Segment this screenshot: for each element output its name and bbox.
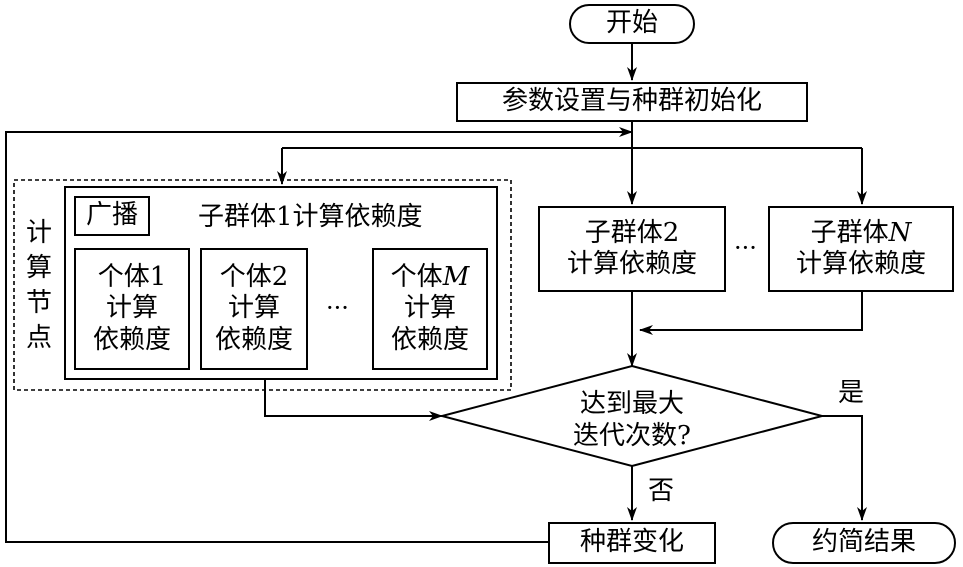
- broadcast-label: 广播: [85, 200, 138, 231]
- subgroup-n-box: 子群体N 计算依赖度: [768, 206, 954, 292]
- compute-node-label: 计 算 节 点: [24, 216, 54, 356]
- decision-label: 达到最大 迭代次数?: [532, 388, 732, 452]
- compute-node-char: 节: [25, 288, 52, 318]
- subgroup-n-line1: 子群体N: [796, 218, 926, 249]
- start-terminal: 开始: [569, 4, 695, 44]
- individual-2-line3: 依赖度: [214, 324, 293, 355]
- individual-m-box: 个体M 计算 依赖度: [372, 248, 488, 370]
- individual-m-var: M: [442, 262, 470, 293]
- decision-line1: 达到最大: [579, 389, 684, 419]
- individuals-ellipsis: ···: [326, 294, 349, 322]
- subgroup-n-var: N: [888, 217, 912, 248]
- individual-1-line2: 计算: [105, 293, 158, 324]
- result-label: 约简结果: [811, 527, 916, 558]
- compute-node-char: 算: [25, 253, 52, 283]
- decision-line2: 迭代次数?: [573, 421, 691, 451]
- individual-1-line1: 个体1: [97, 262, 167, 293]
- init-process-box: 参数设置与种群初始化: [456, 82, 808, 122]
- individual-1-box: 个体1 计算 依赖度: [74, 248, 190, 370]
- no-label: 否: [648, 476, 675, 506]
- subgroup-2-line2: 计算依赖度: [566, 249, 697, 279]
- subgroup-n-prefix: 子群体: [810, 217, 889, 248]
- population-change-box: 种群变化: [548, 522, 716, 564]
- subgroup-1-title: 子群体1计算依赖度: [198, 202, 423, 232]
- yes-label: 是: [838, 378, 865, 408]
- individual-m-line2: 计算: [403, 293, 456, 324]
- broadcast-box: 广播: [74, 196, 150, 236]
- individual-m-line1: 个体M: [391, 262, 470, 293]
- subgroup-n-line2: 计算依赖度: [795, 249, 926, 279]
- subgroup-2-box: 子群体2 计算依赖度: [538, 206, 726, 292]
- individual-2-box: 个体2 计算 依赖度: [200, 248, 308, 370]
- individual-1-line3: 依赖度: [92, 324, 171, 355]
- start-label: 开始: [605, 8, 658, 39]
- result-terminal: 约简结果: [772, 522, 956, 564]
- individual-m-prefix: 个体: [390, 262, 443, 293]
- individual-2-line2: 计算: [227, 293, 280, 324]
- init-label: 参数设置与种群初始化: [501, 86, 762, 117]
- individual-2-line1: 个体2: [219, 262, 289, 293]
- compute-node-char: 计: [25, 218, 52, 248]
- subgroup-2-line1: 子群体2: [584, 217, 680, 248]
- compute-node-char: 点: [25, 323, 52, 353]
- subgroups-ellipsis: ···: [734, 234, 757, 262]
- individual-m-line3: 依赖度: [390, 324, 469, 355]
- population-change-label: 种群变化: [579, 527, 684, 558]
